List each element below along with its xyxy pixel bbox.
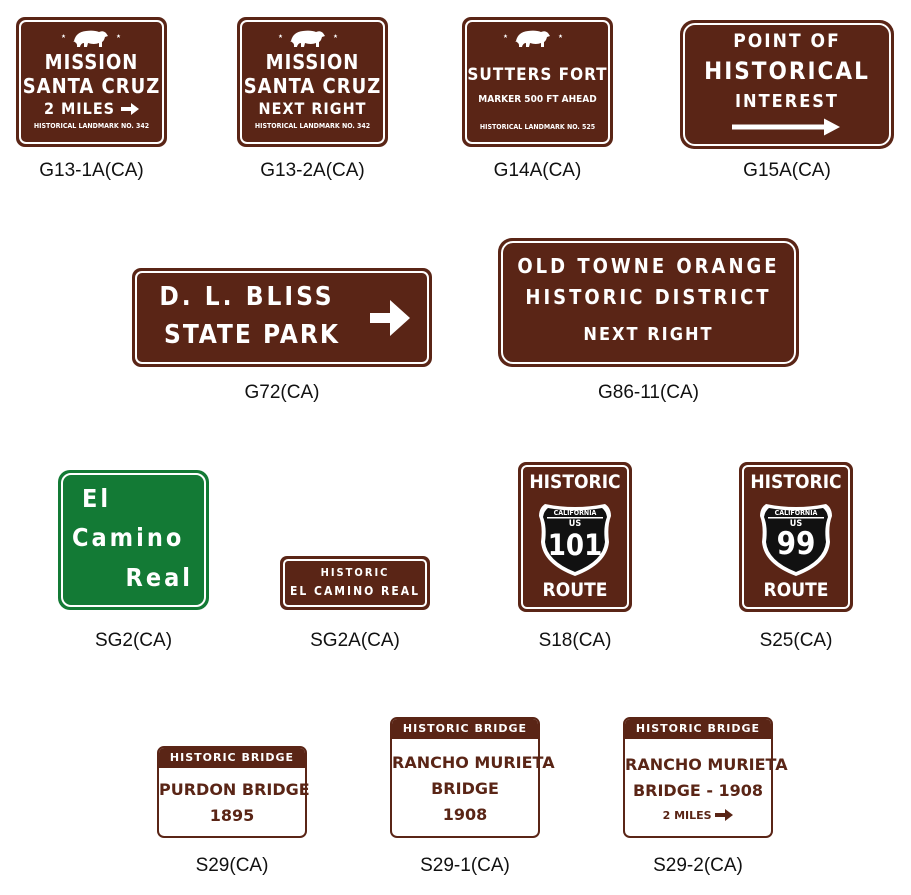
sign-s29-2: HISTORIC BRIDGE RANCHO MURIETA BRIDGE - … xyxy=(623,717,788,838)
shield-us-text: US xyxy=(789,519,803,529)
arrow-right-icon xyxy=(715,809,734,821)
caption-g13-2a: G13-2A(CA) xyxy=(260,160,365,181)
caption-s25: S25(CA) xyxy=(759,630,833,651)
sign-g13-1a: MISSION SANTA CRUZ 2 MILES HISTORICAL LA… xyxy=(16,17,167,147)
sign-sg2a: HISTORIC EL CAMINO REAL xyxy=(280,556,430,610)
sign-border xyxy=(135,271,429,364)
bear-icon xyxy=(503,30,563,47)
sign-line-1: El xyxy=(82,484,112,513)
sign-line-3: 1908 xyxy=(442,805,488,824)
sign-line-2: SANTA CRUZ xyxy=(243,74,382,98)
sign-line-2: BRIDGE - 1908 xyxy=(632,781,764,800)
shield-state-text: CALIFORNIA xyxy=(774,509,818,517)
us-route-shield-icon xyxy=(539,504,611,576)
sign-line-1: D. L. BLISS xyxy=(159,282,335,312)
sign-top-text: HISTORIC xyxy=(750,471,842,493)
sign-line-1: POINT OF xyxy=(733,30,841,52)
sign-s29: HISTORIC BRIDGE PURDON BRIDGE 1895 xyxy=(157,746,310,838)
shield-us-text: US xyxy=(568,519,582,529)
sign-line-2: MARKER 500 FT AHEAD xyxy=(478,94,597,105)
shield-route-number: 99 xyxy=(776,526,816,562)
sign-border xyxy=(683,23,891,146)
arrow-right-icon xyxy=(732,118,840,136)
sign-bottom-text: ROUTE xyxy=(542,579,608,601)
sign-s18: HISTORIC CALIFORNIA US 101 ROUTE xyxy=(518,462,632,612)
sign-line-1: PURDON BRIDGE xyxy=(159,780,310,799)
sign-g15a: POINT OF HISTORICAL INTEREST xyxy=(680,20,894,149)
arrow-right-icon xyxy=(370,300,410,336)
sign-border xyxy=(501,241,796,364)
sign-line-2: STATE PARK xyxy=(164,320,340,350)
sign-border xyxy=(465,20,610,144)
sign-s25: HISTORIC CALIFORNIA US 99 ROUTE xyxy=(739,462,853,612)
caption-g72: G72(CA) xyxy=(244,382,320,403)
sign-line-2: 1895 xyxy=(209,806,255,825)
caption-g15a: G15A(CA) xyxy=(743,160,831,181)
sign-line-1: MISSION xyxy=(44,50,139,74)
sign-line-2: BRIDGE xyxy=(431,779,499,798)
sign-line-1: HISTORIC xyxy=(320,566,390,579)
sign-line-2: HISTORICAL xyxy=(704,57,870,85)
sign-border xyxy=(19,20,164,144)
sign-footer: HISTORICAL LANDMARK NO. 525 xyxy=(479,123,596,131)
sign-line-3: NEXT RIGHT xyxy=(583,324,714,345)
sign-g14a: SUTTERS FORT MARKER 500 FT AHEAD HISTORI… xyxy=(462,17,613,147)
sign-top-text: HISTORIC xyxy=(529,471,621,493)
sign-header-bar: HISTORIC BRIDGE xyxy=(159,748,305,768)
caption-sg2: SG2(CA) xyxy=(94,630,173,651)
sign-border xyxy=(61,473,206,607)
caption-s29-1: S29-1(CA) xyxy=(420,855,510,876)
sign-bottom-text: ROUTE xyxy=(763,579,829,601)
sign-line-3: NEXT RIGHT xyxy=(258,99,367,118)
sign-border xyxy=(240,20,385,144)
bear-icon xyxy=(278,30,338,47)
caption-g14a: G14A(CA) xyxy=(493,160,582,181)
sign-border xyxy=(521,465,629,609)
sign-sg2: El Camino Real xyxy=(58,470,209,610)
caption-g13-1a: G13-1A(CA) xyxy=(39,160,144,181)
sign-footer: HISTORICAL LANDMARK NO. 342 xyxy=(33,122,150,130)
sign-line-2: Camino xyxy=(72,523,185,552)
sign-header-bar: HISTORIC BRIDGE xyxy=(392,719,538,739)
sign-line-1: RANCHO MURIETA xyxy=(392,753,555,772)
bear-icon xyxy=(61,30,121,47)
sign-line-3: INTEREST xyxy=(735,91,839,112)
sign-line-3: 2 MILES xyxy=(16,99,167,118)
caption-sg2a: SG2A(CA) xyxy=(310,630,400,651)
caption-s29-2: S29-2(CA) xyxy=(653,855,743,876)
sign-line-2: HISTORIC DISTRICT xyxy=(525,285,772,309)
sign-line-1: OLD TOWNE ORANGE xyxy=(517,254,780,278)
sign-line-1: MISSION xyxy=(265,50,360,74)
sign-g86-11: OLD TOWNE ORANGE HISTORIC DISTRICT NEXT … xyxy=(498,238,799,367)
sign-line-1: RANCHO MURIETA xyxy=(625,755,788,774)
sign-g72: D. L. BLISS STATE PARK xyxy=(132,268,432,367)
sign-line-2: EL CAMINO REAL xyxy=(290,584,420,598)
sign-s29-1: HISTORIC BRIDGE RANCHO MURIETA BRIDGE 19… xyxy=(390,717,555,838)
caption-s29: S29(CA) xyxy=(195,855,269,876)
shield-state-text: CALIFORNIA xyxy=(553,509,597,517)
arrow-right-icon xyxy=(121,103,140,115)
sign-line-3: 2 MILES xyxy=(625,809,771,822)
sign-line-2: SANTA CRUZ xyxy=(22,74,161,98)
shield-route-number: 101 xyxy=(547,528,603,562)
distance-text: 2 MILES xyxy=(662,809,712,822)
sign-line-1: SUTTERS FORT xyxy=(467,65,608,85)
sign-border xyxy=(742,465,850,609)
sign-header-bar: HISTORIC BRIDGE xyxy=(625,719,771,739)
sign-g13-2a: MISSION SANTA CRUZ NEXT RIGHT HISTORICAL… xyxy=(237,17,388,147)
caption-s18: S18(CA) xyxy=(538,630,612,651)
sign-line-3: Real xyxy=(125,563,193,592)
distance-text: 2 MILES xyxy=(43,99,116,118)
sign-footer: HISTORICAL LANDMARK NO. 342 xyxy=(254,122,371,130)
sign-border xyxy=(283,559,427,607)
caption-g86-11: G86-11(CA) xyxy=(597,382,699,403)
us-route-shield-icon xyxy=(760,504,832,576)
